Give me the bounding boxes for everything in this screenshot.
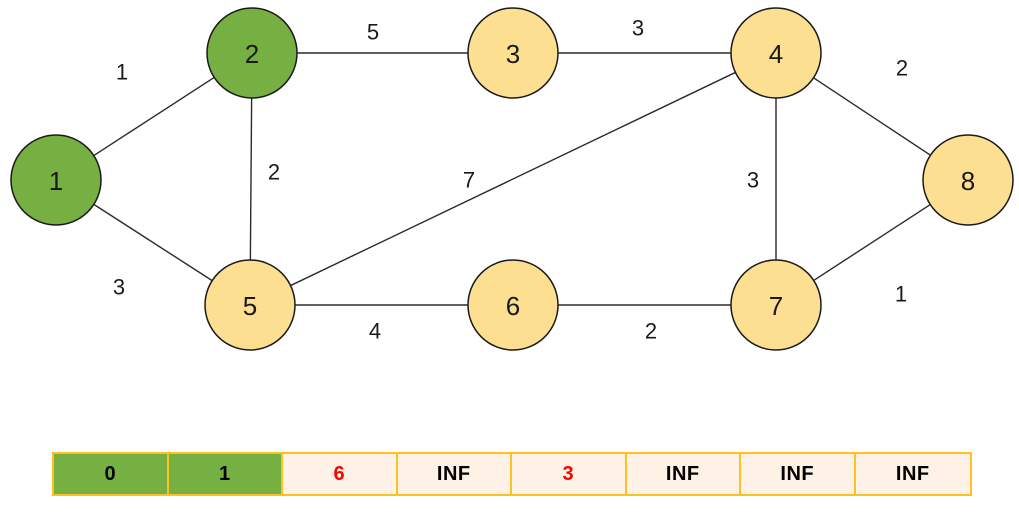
graph-edge-4-8	[813, 77, 931, 156]
graph-node-7[interactable]: 7	[730, 259, 822, 351]
edges-group	[93, 52, 931, 306]
node-circle-3[interactable]	[467, 7, 559, 99]
graph-node-4[interactable]: 4	[730, 7, 822, 99]
graph-node-1[interactable]: 1	[10, 134, 102, 226]
node-label-2: 2	[245, 39, 259, 69]
edge-weight-6-7: 2	[645, 319, 657, 344]
node-circle-1[interactable]	[10, 134, 102, 226]
graph-node-2[interactable]: 2	[206, 7, 298, 99]
node-circle-4[interactable]	[730, 7, 822, 99]
edge-weight-1-5: 3	[113, 275, 125, 300]
edge-weight-7-8: 1	[895, 282, 907, 307]
graph-edge-1-2	[93, 76, 215, 157]
distance-cell-node-1[interactable]: 0	[54, 454, 169, 494]
node-label-5: 5	[243, 291, 257, 321]
graph-svg: 1 2 3 4 5 6 7 8 1 3 5 2 3 7 3 2 4 2 1	[10, 7, 1014, 351]
node-circle-5[interactable]	[204, 259, 296, 351]
graph-node-5[interactable]: 5	[204, 259, 296, 351]
graph-edge-7-8	[813, 203, 931, 282]
graph-edge-1-5	[93, 203, 213, 282]
node-label-7: 7	[769, 291, 783, 321]
graph-node-8[interactable]: 8	[922, 134, 1014, 226]
node-label-4: 4	[769, 39, 783, 69]
distance-cell-node-2[interactable]: 1	[168, 454, 283, 494]
node-circle-6[interactable]	[467, 259, 559, 351]
edge-weight-2-5: 2	[268, 160, 280, 185]
distance-cell-node-5[interactable]: 3	[512, 454, 627, 494]
node-label-8: 8	[961, 166, 975, 196]
graph-edge-4-5	[290, 71, 736, 287]
edge-weight-4-8: 2	[896, 56, 908, 81]
edge-weight-3-4: 3	[632, 16, 644, 41]
distance-cell-node-3[interactable]: 6	[283, 454, 398, 494]
node-circle-2[interactable]	[206, 7, 298, 99]
node-circle-7[interactable]	[730, 259, 822, 351]
node-label-1: 1	[49, 166, 63, 196]
graph-node-3[interactable]: 3	[467, 7, 559, 99]
edge-weights-group: 1 3 5 2 3 7 3 2 4 2 1	[113, 16, 908, 344]
node-label-6: 6	[506, 291, 520, 321]
node-label-3: 3	[506, 39, 520, 69]
edge-weight-2-3: 5	[367, 20, 379, 45]
distance-cell-node-8[interactable]: INF	[855, 454, 970, 494]
edge-weight-4-7: 3	[747, 168, 759, 193]
distance-cell-node-7[interactable]: INF	[741, 454, 856, 494]
edge-weight-5-6: 4	[369, 319, 381, 344]
distance-cell-node-4[interactable]: INF	[397, 454, 512, 494]
edge-weight-1-2: 1	[116, 60, 128, 85]
distance-cell-node-6[interactable]: INF	[626, 454, 741, 494]
graph-canvas: 1 2 3 4 5 6 7 8 1 3 5 2 3 7 3 2 4 2 1	[10, 7, 1014, 351]
graph-edge-2-5	[249, 97, 253, 261]
nodes-group: 1 2 3 4 5 6 7 8	[10, 7, 1014, 351]
node-circle-8[interactable]	[922, 134, 1014, 226]
edge-weight-4-5: 7	[463, 168, 475, 193]
graph-node-6[interactable]: 6	[467, 259, 559, 351]
